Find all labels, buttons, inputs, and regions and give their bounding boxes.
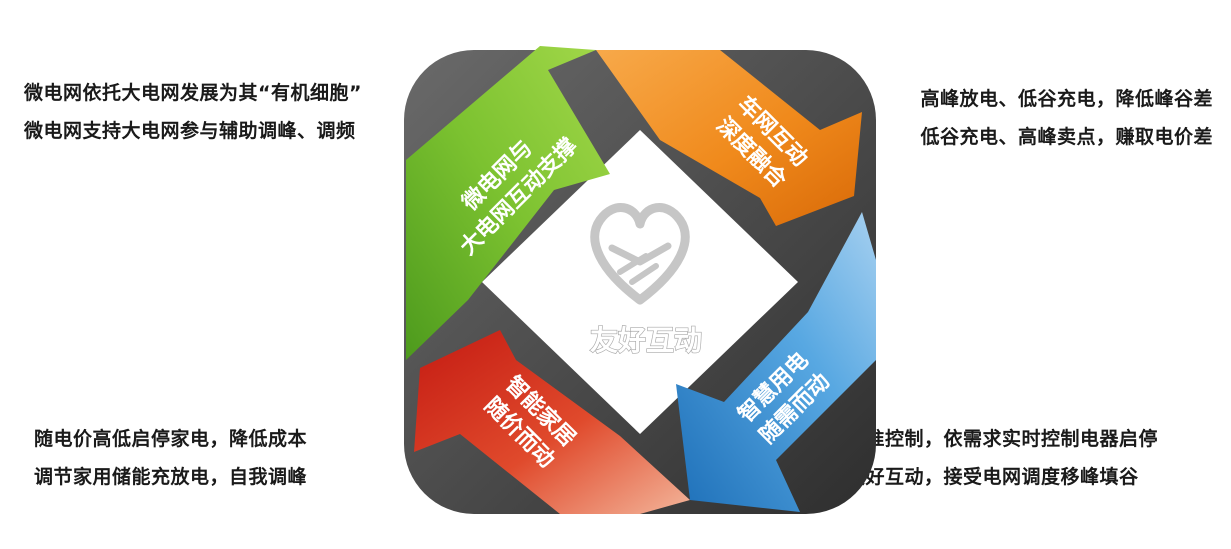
caption-top-left: 微电网依托大电网发展为其“有机细胞” 微电网支持大电网参与辅助调峰、调频 [24,74,362,150]
arrow-red [414,330,690,514]
caption-line: 微电网依托大电网发展为其“有机细胞” [24,82,362,104]
caption-line: 低谷充电、高峰卖点，赚取电价差 [920,126,1213,148]
arrow-orange [596,50,862,226]
caption-line: 高峰放电、低谷充电，降低峰谷差 [920,88,1213,110]
arrow-green [406,46,610,360]
arrow-blue [676,212,876,512]
caption-line: 调节家用储能充放电，自我调峰 [34,466,308,488]
caption-bottom-left: 随电价高低启停家电，降低成本 调节家用储能充放电，自我调峰 [34,420,307,496]
caption-line: 微电网支持大电网参与辅助调峰、调频 [24,120,356,142]
caption-line: 友好互动，接受电网调度移峰填谷 [846,466,1139,488]
caption-top-right: 高峰放电、低谷充电，降低峰谷差 低谷充电、高峰卖点，赚取电价差 [920,80,1213,156]
center-label: 友好互动 [590,324,702,357]
caption-line: 精准控制，依需求实时控制电器启停 [846,428,1159,450]
caption-line: 随电价高低启停家电，降低成本 [34,428,308,450]
caption-bottom-right: 精准控制，依需求实时控制电器启停 友好互动，接受电网调度移峰填谷 [846,420,1158,496]
handshake-heart-icon [590,203,690,305]
center-diamond [482,130,798,434]
